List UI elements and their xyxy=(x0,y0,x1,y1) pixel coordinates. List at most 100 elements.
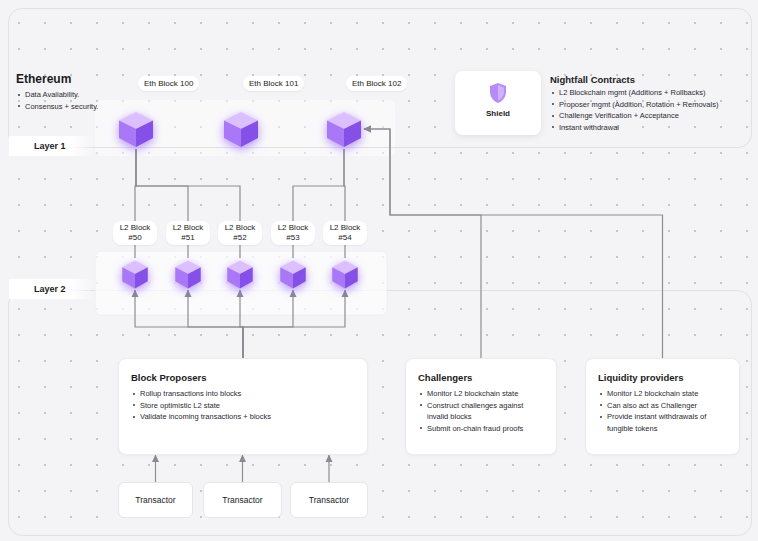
bullet-dot xyxy=(600,393,602,395)
box-text: Transactor xyxy=(222,495,262,505)
bullet-text: Submit on-chain fraud proofs xyxy=(427,424,523,433)
cube-left xyxy=(119,121,136,148)
bullet-item: Store optimistic L2 state xyxy=(133,400,353,412)
bullet-text: Challenge Verification + Acceptance xyxy=(559,111,679,120)
bullet-text: Monitor L2 blockchain state xyxy=(607,389,698,398)
bullet-dot xyxy=(600,404,602,406)
bullet-list: Data Availability. Consensus + security. xyxy=(18,89,98,112)
cube-left xyxy=(280,267,293,288)
block-node: Eth Block 101 xyxy=(221,109,261,149)
layer-name: Layer 1 xyxy=(34,136,66,156)
role-box: ChallengersMonitor L2 blockchain stateCo… xyxy=(405,358,557,455)
transactor-box: Transactor xyxy=(290,482,368,518)
bullet-item: Instant withdrawal xyxy=(552,122,718,134)
bullet-dot xyxy=(600,416,602,418)
block-node: L2 Block #53 xyxy=(278,258,308,290)
connector xyxy=(242,455,243,482)
block-node: L2 Block #50 xyxy=(120,258,150,290)
cube-right xyxy=(344,121,361,148)
contract-card: ShieldNightfall ContractsL2 Blockchain m… xyxy=(455,71,541,135)
block-cube xyxy=(120,258,150,290)
bullet-text: Validate incoming transactions + blocks xyxy=(140,412,271,421)
bullet-list: Rollup transactions into blocksStore opt… xyxy=(133,388,353,423)
bullet-item: Submit on-chain fraud proofs xyxy=(420,423,538,435)
bullet-item: Can also act as Challenger xyxy=(600,400,718,412)
shield-outline xyxy=(490,83,506,103)
block-node: Eth Block 100 xyxy=(116,109,156,149)
bullet-item: Monitor L2 blockchain state xyxy=(420,388,538,400)
shield-icon xyxy=(488,82,508,104)
block-label: L2 Block #51 xyxy=(166,221,210,245)
cube-right xyxy=(136,121,153,148)
bullet-item: Rollup transactions into blocks xyxy=(133,388,353,400)
connector xyxy=(155,455,156,482)
bullet-dot xyxy=(552,103,554,105)
icon-caption: Shield xyxy=(455,109,541,118)
connector xyxy=(243,290,293,358)
bullet-text: Instant withdrawal xyxy=(559,123,619,132)
bullet-item: Monitor L2 blockchain state xyxy=(600,388,718,400)
bullet-item: Data Availability. xyxy=(18,89,98,101)
bullet-item: Provide instant withdrawals of fungible … xyxy=(600,411,718,434)
bullet-dot xyxy=(552,126,554,128)
block-label: L2 Block #50 xyxy=(113,221,157,245)
bullet-item: Challenge Verification + Acceptance xyxy=(552,110,718,122)
transactor-box: Transactor xyxy=(203,482,282,518)
block-cube xyxy=(173,258,203,290)
bullet-item: L2 Blockchain mgmt (Additions + Rollback… xyxy=(552,87,718,99)
section-title: Ethereum xyxy=(16,72,71,86)
block-cube xyxy=(116,109,156,149)
cube-left xyxy=(122,267,135,288)
block-label: Eth Block 100 xyxy=(138,76,199,91)
bullet-text: Rollup transactions into blocks xyxy=(140,389,241,398)
bullet-text: Construct challenges against invalid blo… xyxy=(427,401,523,422)
cube-left xyxy=(175,267,188,288)
box-title: Block Proposers xyxy=(131,372,207,383)
cube-right xyxy=(293,267,306,288)
block-node: L2 Block #52 xyxy=(225,258,255,290)
bullet-dot xyxy=(18,105,20,107)
layer2-lane xyxy=(95,251,387,315)
bullet-dot xyxy=(133,393,135,395)
connector xyxy=(364,129,663,358)
layer-name: Layer 2 xyxy=(34,279,66,299)
bullet-text: Data Availability. xyxy=(25,90,79,99)
block-cube xyxy=(324,109,364,149)
section-title: Nightfall Contracts xyxy=(550,74,635,85)
connector xyxy=(328,455,329,482)
bullet-dot xyxy=(420,427,422,429)
bullet-dot xyxy=(133,416,135,418)
cube-right xyxy=(188,267,201,288)
block-node: Eth Block 102 xyxy=(324,109,364,149)
layer-label: Layer 2 xyxy=(9,279,95,299)
layer-label: Layer 1 xyxy=(9,136,95,156)
cube-right xyxy=(135,267,148,288)
transactor-box: Transactor xyxy=(118,482,193,518)
connector xyxy=(364,129,481,358)
block-node: L2 Block #51 xyxy=(173,258,203,290)
block-node: L2 Block #54 xyxy=(330,258,360,290)
block-cube xyxy=(221,109,261,149)
bullet-text: Proposer mgmt (Addition, Rotation + Remo… xyxy=(559,100,718,109)
bullet-dot xyxy=(133,404,135,406)
bullet-dot xyxy=(420,404,422,406)
bullet-text: Can also act as Challenger xyxy=(607,401,697,410)
role-box: Liquidity providersMonitor L2 blockchain… xyxy=(585,358,740,455)
cube-right xyxy=(240,267,253,288)
box-title: Challengers xyxy=(418,372,472,383)
bullet-item: Proposer mgmt (Addition, Rotation + Remo… xyxy=(552,99,718,111)
bullet-list: Monitor L2 blockchain stateCan also act … xyxy=(600,388,718,434)
cube-left xyxy=(332,267,345,288)
cube-right xyxy=(241,121,258,148)
bullet-text: Monitor L2 blockchain state xyxy=(427,389,518,398)
block-cube xyxy=(278,258,308,290)
bullet-list: L2 Blockchain mgmt (Additions + Rollback… xyxy=(552,87,718,133)
block-label: Eth Block 102 xyxy=(346,76,407,91)
bullet-text: Provide instant withdrawals of fungible … xyxy=(607,412,706,433)
cube-right xyxy=(345,267,358,288)
bullet-item: Consensus + security. xyxy=(18,101,98,113)
bullet-dot xyxy=(552,115,554,117)
block-label: L2 Block #54 xyxy=(323,221,367,245)
cube-left xyxy=(224,121,241,148)
